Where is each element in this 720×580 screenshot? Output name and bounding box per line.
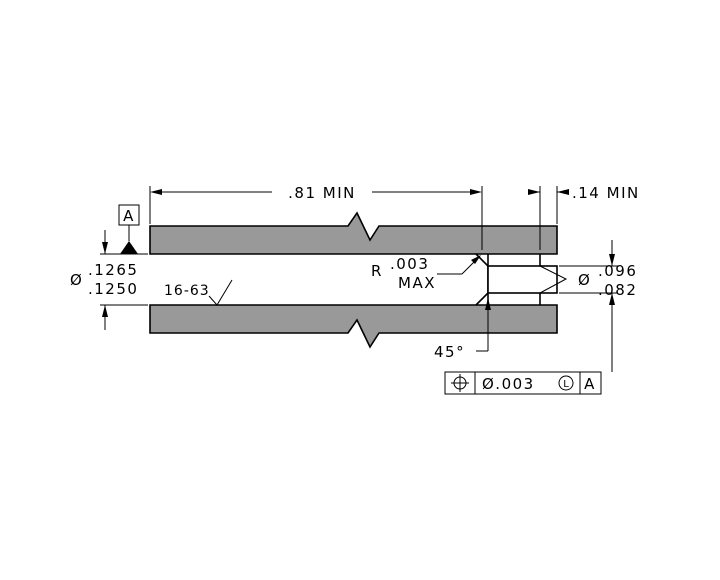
surface-finish: 16-63 [164,279,233,306]
chamfer-line-top [475,253,489,267]
length-dimension: .81 MIN [149,184,483,250]
counterbore-min-label: .14 MIN [572,184,640,202]
fcf-modifier: L [563,379,569,390]
radius-value: .003 [390,255,429,273]
part-lower-wall [149,304,558,349]
datum-label: A [123,207,135,225]
length-min-label: .81 MIN [288,184,356,202]
bore-lower-limit: .1250 [88,280,138,298]
datum-triangle [120,241,138,254]
fcf-datum: A [584,375,596,393]
surface-finish-symbol [208,279,233,306]
counterbore-dimension: .14 MIN [528,184,640,250]
small-bore [487,265,558,294]
radius-note: R .003 MAX [371,255,481,292]
fcf-tolerance: Ø.003 [482,375,535,393]
chamfer-note: 45° [434,298,491,361]
position-icon [451,374,469,392]
chamfer-line-bottom [475,292,489,306]
datum-feature: A [118,204,140,254]
radius-prefix: R [371,262,383,280]
part-section [149,211,568,349]
small-bore-lower: .082 [598,281,637,299]
bore-diameter-symbol: Ø [70,271,83,289]
chamfer-angle-label: 45° [434,343,465,361]
bore-diameter-dimension: Ø .1265 .1250 [70,230,148,330]
feature-control-frame: Ø.003 L A [444,371,602,395]
small-bore-symbol: Ø [578,271,591,289]
lmc-modifier-icon: L [558,375,574,391]
small-bore-upper: .096 [598,262,637,280]
part-upper-wall [149,211,558,255]
radius-max: MAX [398,274,436,292]
break-symbol-right [539,265,568,294]
bore-upper-limit: .1265 [88,261,138,279]
small-bore-dimension: Ø .096 .082 [559,240,637,372]
surface-finish-label: 16-63 [164,283,210,299]
